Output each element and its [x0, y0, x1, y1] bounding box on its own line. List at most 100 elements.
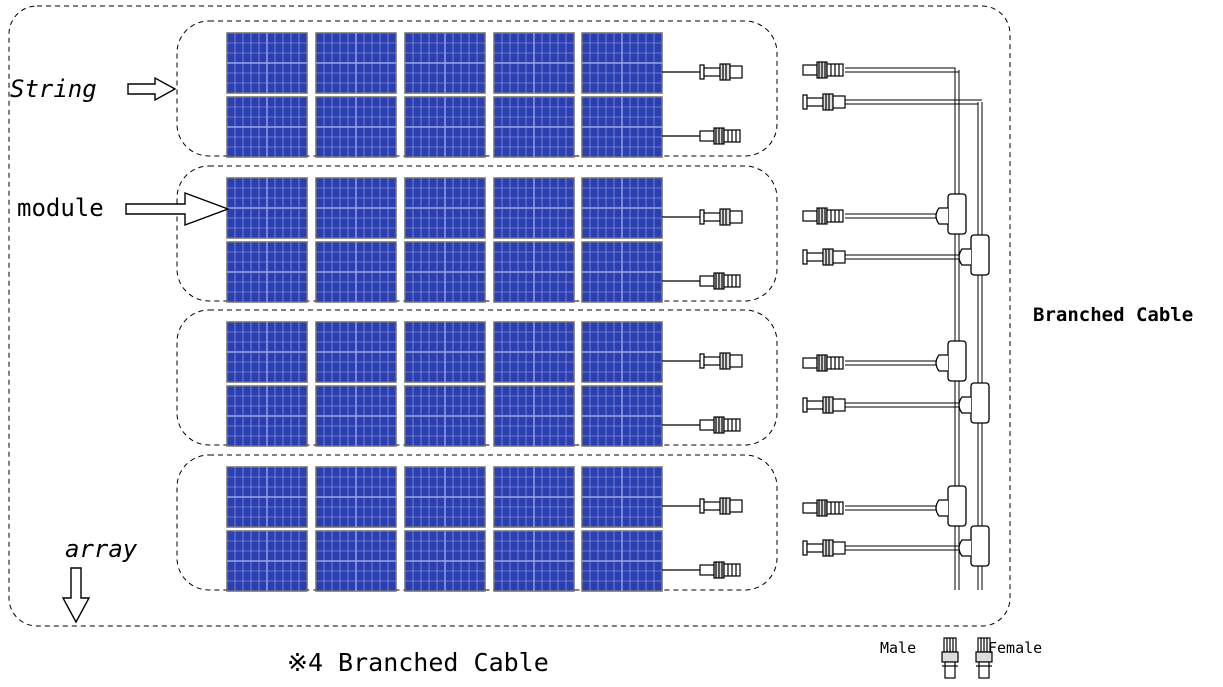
- junction-body: [947, 340, 967, 382]
- mc4-male-connector-icon: [699, 127, 741, 145]
- connector-latch: [699, 353, 705, 369]
- solar-module: [493, 530, 575, 592]
- module-busbar: [227, 33, 307, 93]
- connector-ribs: [825, 540, 830, 556]
- connector-socket: [806, 252, 824, 262]
- drop-cable: [845, 99, 982, 105]
- connector-latch: [699, 498, 705, 514]
- module-busbar: [227, 97, 307, 157]
- connector-nut: [729, 354, 743, 368]
- connector-body: [822, 248, 834, 266]
- connector-socket: [806, 543, 824, 553]
- junction-branch: [958, 539, 971, 557]
- connector-nose: [699, 419, 715, 431]
- mc4-male-connector-icon: [802, 499, 844, 517]
- connector-nose: [802, 210, 818, 222]
- junction-body: [970, 525, 990, 567]
- mc4-female-connector-icon: [699, 63, 743, 81]
- solar-module: [493, 321, 575, 383]
- t-branch-connector-icon: [958, 234, 990, 276]
- module-busbar: [405, 467, 485, 527]
- solar-module: [315, 385, 397, 447]
- module-busbar: [494, 322, 574, 382]
- connector-nut-ribs: [830, 210, 840, 222]
- junction-branch: [958, 248, 971, 266]
- connector-ribs: [818, 355, 826, 371]
- module-label: module: [17, 194, 104, 222]
- solar-module: [315, 96, 397, 158]
- array-boundary: [8, 5, 1011, 627]
- connector-nut-ribs: [830, 357, 840, 369]
- module-busbar: [582, 467, 662, 527]
- female-label: Female: [988, 639, 1043, 657]
- connector-nut: [729, 499, 743, 513]
- t-branch-connector-icon: [935, 485, 967, 527]
- hollow-arrow-icon: [125, 191, 231, 227]
- connector-ribs: [715, 417, 723, 433]
- mc4-male-connector-icon: [699, 416, 741, 434]
- solar-module: [315, 466, 397, 528]
- connector-body: [719, 497, 731, 515]
- module-busbar: [316, 242, 396, 302]
- connector-ribs: [825, 94, 830, 110]
- connector-nose: [699, 130, 715, 142]
- module-busbar: [494, 242, 574, 302]
- solar-module: [581, 241, 663, 303]
- module-busbar: [405, 386, 485, 446]
- hollow-arrow-icon: [61, 567, 91, 624]
- connector-nose: [802, 64, 818, 76]
- connector-nose: [944, 661, 956, 679]
- connector-nut: [729, 65, 743, 79]
- connector-nose: [699, 564, 715, 576]
- module-busbar: [405, 33, 485, 93]
- array-label: array: [65, 535, 138, 563]
- t-branch-connector-icon: [958, 382, 990, 424]
- module-busbar: [316, 467, 396, 527]
- module-busbar: [494, 178, 574, 238]
- connector-latch: [802, 94, 808, 110]
- module-busbar: [494, 531, 574, 591]
- connector-socket: [806, 400, 824, 410]
- connector-nut: [832, 95, 846, 109]
- module-busbar: [494, 97, 574, 157]
- connector-socket: [703, 67, 721, 77]
- connector-nut: [729, 210, 743, 224]
- solar-module: [404, 177, 486, 239]
- connector-body: [941, 651, 959, 663]
- solar-module: [581, 385, 663, 447]
- module-busbar: [316, 178, 396, 238]
- string-label: String: [10, 75, 97, 103]
- branched-cable-label: Branched Cable: [1033, 304, 1194, 326]
- connector-nut: [832, 541, 846, 555]
- drop-cable: [845, 505, 945, 511]
- module-busbar: [227, 178, 307, 238]
- drop-cable: [845, 545, 968, 551]
- connector-latch: [699, 64, 705, 80]
- solar-module: [404, 96, 486, 158]
- mc4-male-connector-icon: [941, 637, 959, 679]
- module-busbar: [316, 531, 396, 591]
- mc4-female-connector-icon: [802, 248, 846, 266]
- module-busbar: [405, 242, 485, 302]
- module-busbar: [227, 467, 307, 527]
- connector-ribs: [722, 353, 727, 369]
- connector-nut-ribs: [830, 502, 840, 514]
- connector-nut: [832, 398, 846, 412]
- module-busbar: [316, 33, 396, 93]
- hollow-arrow-icon: [127, 76, 177, 102]
- mc4-male-connector-icon: [802, 61, 844, 79]
- module-busbar: [227, 242, 307, 302]
- connector-nose: [802, 357, 818, 369]
- connector-body: [719, 352, 731, 370]
- connector-socket: [806, 97, 824, 107]
- solar-module: [315, 321, 397, 383]
- solar-module: [493, 32, 575, 94]
- solar-module: [581, 530, 663, 592]
- solar-module: [226, 32, 308, 94]
- module-busbar: [405, 178, 485, 238]
- connector-nut-ribs: [980, 638, 988, 652]
- solar-module: [581, 32, 663, 94]
- connector-nut-ribs: [727, 275, 737, 287]
- module-busbar: [582, 97, 662, 157]
- connector-nose: [699, 275, 715, 287]
